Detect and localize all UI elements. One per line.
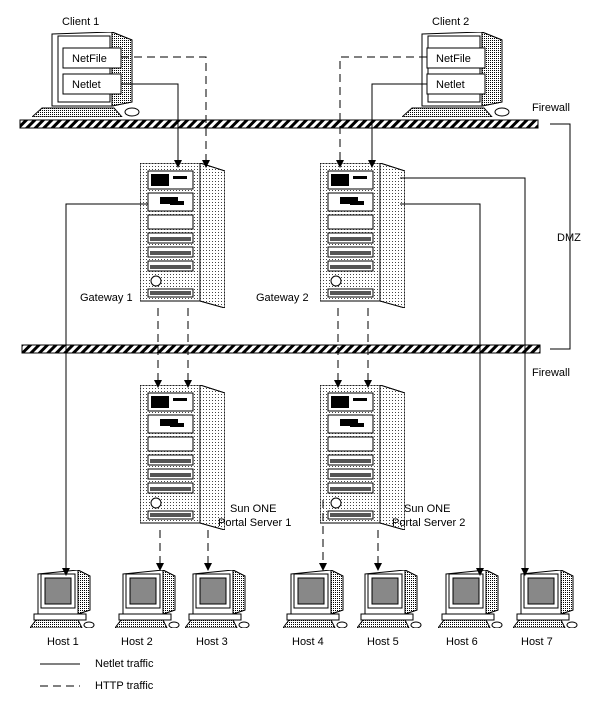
client-2-netlet: Netlet <box>436 79 465 91</box>
host-2-label: Host 2 <box>121 636 153 648</box>
host-6-label: Host 6 <box>446 636 478 648</box>
firewall-top-label: Firewall <box>532 102 570 114</box>
host-5-computer <box>357 570 422 628</box>
client-1-netfile-box <box>62 47 122 69</box>
gateway-2-label: Gateway 2 <box>256 292 309 304</box>
http-client1-to-gateway1 <box>121 56 210 168</box>
portal-server-1-line2: Portal Server 1 <box>218 517 291 529</box>
host-3-label: Host 3 <box>196 636 228 648</box>
dmz-label: DMZ <box>557 232 581 244</box>
host-2-computer <box>115 570 180 628</box>
client-2-label: Client 2 <box>432 16 469 28</box>
gateway-2-server <box>320 163 405 308</box>
portal-server-2-line1: Sun ONE <box>404 503 450 515</box>
host-1-computer <box>30 570 95 628</box>
firewall-top-bar <box>19 119 539 129</box>
http-client2-to-gateway2 <box>336 56 427 168</box>
client-1-netlet: Netlet <box>72 79 101 91</box>
gateway-1-label: Gateway 1 <box>80 292 133 304</box>
client-2-netfile-box <box>426 47 486 69</box>
host-7-computer <box>513 570 578 628</box>
gateway-1-server <box>140 163 225 308</box>
client-1-label: Client 1 <box>62 16 99 28</box>
legend-http-text: HTTP traffic <box>95 680 154 692</box>
netlet-client2-to-gateway2 <box>368 83 427 168</box>
portal-server-1 <box>140 385 225 530</box>
host-1-label: Host 1 <box>47 636 79 648</box>
client-1: Client 1 NetFile Netlet <box>32 16 140 117</box>
netlet-gateway2-to-host7 <box>400 177 529 576</box>
portal-server-2-line2: Portal Server 2 <box>392 517 465 529</box>
host-4-label: Host 4 <box>292 636 324 648</box>
portal-server-2 <box>320 385 405 530</box>
netlet-gateway1-to-host1 <box>62 203 148 576</box>
firewall-bottom-label: Firewall <box>532 367 570 379</box>
netlet-client1-to-gateway1 <box>121 83 182 168</box>
client-2-netfile: NetFile <box>436 53 471 65</box>
legend: Netlet traffic HTTP traffic <box>40 658 154 692</box>
host-5-label: Host 5 <box>367 636 399 648</box>
host-6-computer <box>438 570 503 628</box>
netlet-gateway2-to-host6 <box>400 203 484 576</box>
dmz-bracket <box>550 123 571 350</box>
host-7-label: Host 7 <box>521 636 553 648</box>
host-4-computer <box>283 570 348 628</box>
client-1-netfile: NetFile <box>72 53 107 65</box>
client-2: Client 2 NetFile Netlet <box>402 16 510 117</box>
host-3-computer <box>185 570 250 628</box>
portal-server-1-line1: Sun ONE <box>230 503 276 515</box>
legend-netlet-text: Netlet traffic <box>95 658 154 670</box>
firewall-bottom-bar <box>21 344 541 354</box>
